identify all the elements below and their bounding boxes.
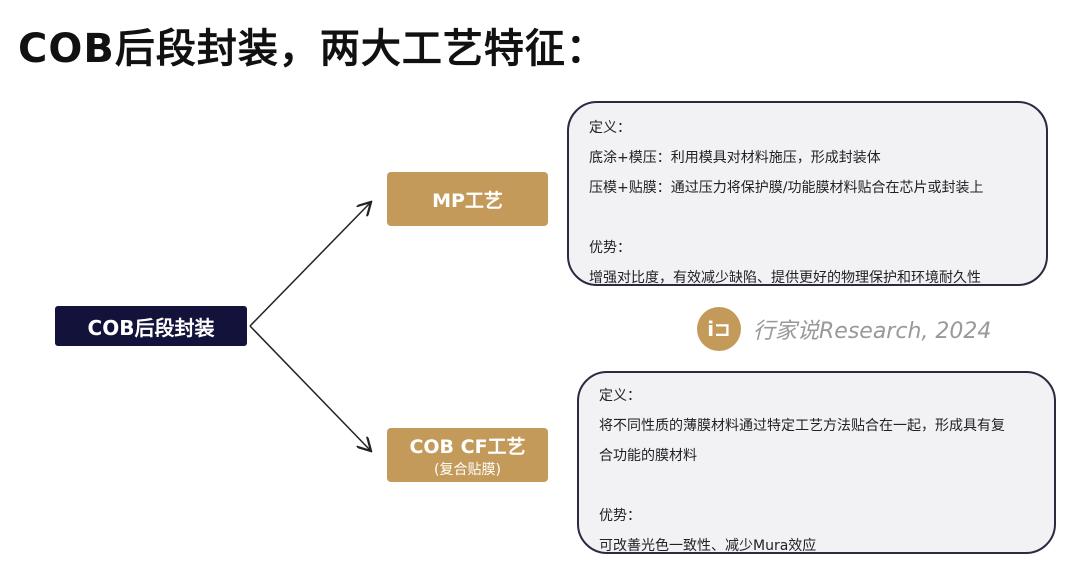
- cf-def-heading: 定义：: [599, 388, 641, 404]
- source-watermark: i⊐ 行家说Research, 2024: [697, 307, 991, 351]
- mp-description-card: 定义： 底涂+模压：利用模具对材料施压，形成封装体 压模+贴膜：通过压力将保护膜…: [567, 101, 1048, 286]
- cf-def-line: 合功能的膜材料: [599, 448, 697, 464]
- mp-adv-heading: 优势：: [589, 240, 631, 256]
- cf-def-line: 将不同性质的薄膜材料通过特定工艺方法贴合在一起，形成具有复: [599, 418, 1005, 434]
- brand-logo-icon: i⊐: [697, 307, 741, 351]
- mp-def-line: 压模+贴膜：通过压力将保护膜/功能膜材料贴合在芯片或封装上: [589, 180, 984, 196]
- source-text: 行家说Research, 2024: [753, 319, 992, 344]
- page-title: COB后段封装，两大工艺特征：: [18, 26, 607, 72]
- cf-label: COB CF工艺: [409, 435, 526, 458]
- root-node: COB后段封装: [55, 306, 247, 346]
- cf-process-node: COB CF工艺 (复合贴膜): [387, 428, 548, 482]
- mp-adv-line: 增强对比度，有效减少缺陷、提供更好的物理保护和环境耐久性: [589, 270, 981, 286]
- cf-description-card: 定义： 将不同性质的薄膜材料通过特定工艺方法贴合在一起，形成具有复 合功能的膜材…: [577, 371, 1056, 554]
- mp-def-line: 底涂+模压：利用模具对材料施压，形成封装体: [589, 150, 881, 166]
- cf-adv-heading: 优势：: [599, 508, 641, 524]
- mp-def-heading: 定义：: [589, 120, 631, 136]
- mp-label: MP工艺: [432, 189, 503, 212]
- arrow-to-cf: [249, 325, 370, 450]
- cf-sublabel: (复合贴膜): [434, 461, 501, 478]
- cf-adv-line: 可改善光色一致性、减少Mura效应: [599, 538, 817, 554]
- arrow-to-mp: [249, 203, 370, 327]
- mp-process-node: MP工艺: [387, 172, 548, 226]
